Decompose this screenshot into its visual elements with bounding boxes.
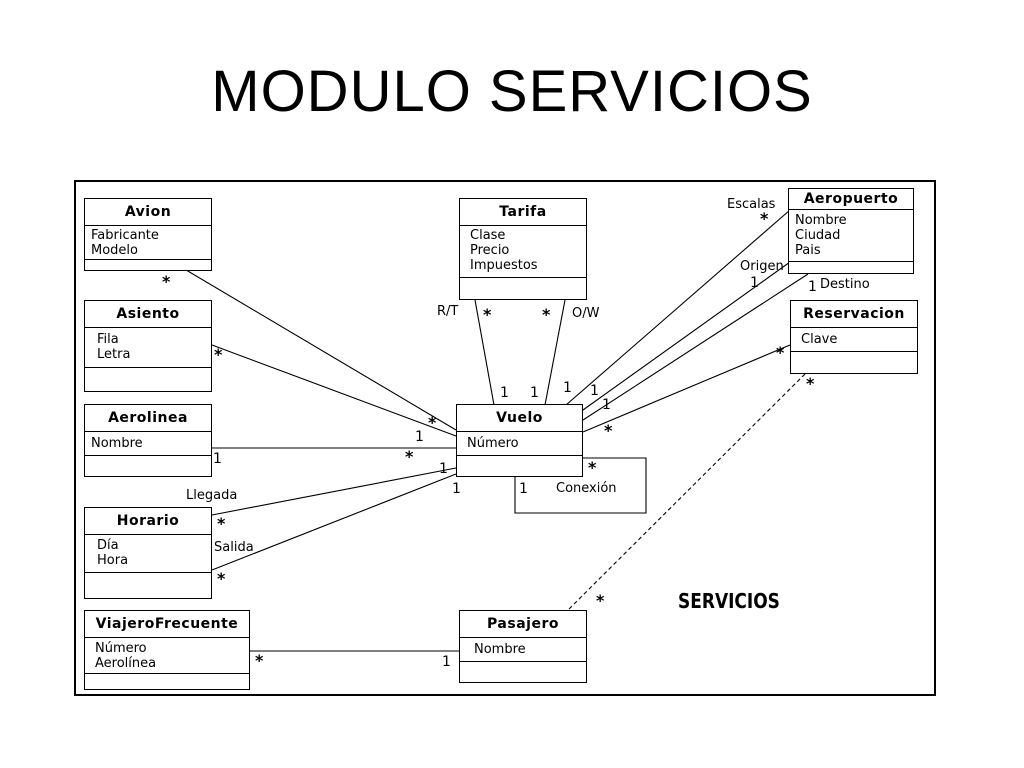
link-horario-llegada	[211, 467, 457, 516]
role-rt: R/T	[437, 304, 459, 319]
link-aeropuerto-origen	[582, 261, 791, 411]
mult-escalas: *	[760, 209, 769, 228]
class-avion: Avion Fabricante Modelo	[84, 198, 212, 271]
mult-tarifa-ow: *	[542, 305, 551, 324]
mult-pasajero-viajero: 1	[442, 654, 451, 670]
link-avion-vuelo	[175, 263, 457, 431]
attr-dia: Día	[97, 538, 119, 553]
mult-reservacion-vuelo: *	[776, 343, 785, 362]
link-asiento-vuelo	[211, 344, 457, 437]
role-llegada: Llegada	[186, 488, 238, 503]
mult-pasajero-reservacion: *	[596, 591, 605, 610]
mult-vuelo-asiento: 1	[415, 429, 424, 445]
mult-avion: *	[162, 272, 171, 291]
class-horario-name: Horario	[85, 508, 211, 535]
link-horario-salida	[211, 473, 457, 571]
mult-horario-salida: *	[217, 569, 226, 588]
mult-vuelo-salida: 1	[452, 481, 461, 497]
mult-vuelo-rt: 1	[500, 385, 509, 401]
class-vuelo: Vuelo Número	[456, 404, 583, 477]
servicios-stamp: SERVICIOS	[678, 589, 780, 613]
class-reservacion: Reservacion Clave	[790, 300, 918, 374]
mult-vuelo-llegada: 1	[439, 461, 448, 477]
class-aerolinea-name: Aerolinea	[85, 405, 211, 432]
class-avion-name: Avion	[85, 199, 211, 226]
attr-precio: Precio	[470, 243, 510, 258]
class-horario: Horario Día Hora	[84, 507, 212, 599]
attr-fila: Fila	[97, 332, 119, 347]
class-aeropuerto: Aeropuerto Nombre Ciudad Pais	[788, 188, 914, 274]
role-origen: Origen	[740, 259, 784, 274]
class-asiento-name: Asiento	[85, 301, 211, 328]
attr-aerolinea: Aerolínea	[95, 656, 157, 671]
mult-vuelo-escalas: 1	[563, 380, 572, 396]
role-conexion: Conexión	[556, 481, 617, 496]
attr-pasajero-nombre: Nombre	[474, 642, 526, 657]
link-reservacion-vuelo	[582, 344, 791, 433]
mult-vuelo-aerolinea: *	[405, 447, 414, 466]
mult-destino: 1	[808, 279, 817, 295]
attr-clase: Clase	[470, 228, 506, 243]
link-tarifa-ow	[544, 299, 566, 406]
mult-vuelo-conexion: *	[588, 458, 597, 477]
link-vuelo-conexion	[514, 457, 647, 514]
class-aerolinea: Aerolinea Nombre	[84, 404, 212, 477]
mult-asiento: *	[214, 345, 223, 364]
mult-reservacion-pasajero: *	[806, 374, 815, 393]
attr-impuestos: Impuestos	[470, 258, 538, 273]
class-tarifa: Tarifa Clase Precio Impuestos	[459, 198, 587, 300]
link-aeropuerto-destino	[582, 273, 809, 421]
class-viajero-frecuente: ViajeroFrecuente Número Aerolínea	[84, 610, 250, 690]
class-tarifa-name: Tarifa	[460, 199, 586, 226]
attr-ciudad: Ciudad	[795, 228, 841, 243]
class-viajero-name: ViajeroFrecuente	[85, 611, 249, 638]
class-vuelo-name: Vuelo	[457, 405, 582, 432]
attr-vuelo-numero: Número	[467, 436, 519, 451]
attr-clave: Clave	[801, 332, 838, 347]
mult-vuelo-avion: *	[428, 413, 437, 432]
role-destino: Destino	[820, 277, 870, 292]
attr-nombre: Nombre	[91, 436, 143, 451]
role-salida: Salida	[214, 540, 254, 555]
mult-conexion: 1	[519, 481, 528, 497]
attr-hora: Hora	[97, 553, 129, 568]
role-ow: O/W	[572, 306, 600, 321]
mult-tarifa-rt: *	[483, 305, 492, 324]
mult-vuelo-ow: 1	[530, 385, 539, 401]
attr-ap-nombre: Nombre	[795, 213, 847, 228]
attr-pais: Pais	[795, 243, 821, 258]
mult-viajero: *	[255, 651, 264, 670]
attr-fabricante: Fabricante	[91, 228, 159, 243]
attr-letra: Letra	[97, 347, 131, 362]
mult-vuelo-origen: 1	[590, 383, 599, 399]
class-pasajero: Pasajero Nombre	[459, 610, 587, 683]
mult-aerolinea: 1	[213, 451, 222, 467]
class-pasajero-name: Pasajero	[460, 611, 586, 638]
attr-modelo: Modelo	[91, 243, 138, 258]
class-reservacion-name: Reservacion	[791, 301, 917, 328]
mult-vuelo-destino: 1	[602, 397, 611, 413]
role-escalas: Escalas	[727, 197, 776, 212]
link-aeropuerto-escalas	[565, 209, 791, 406]
mult-horario-llegada: *	[217, 514, 226, 533]
slide-title: MODULO SERVICIOS	[211, 59, 813, 124]
class-aeropuerto-name: Aeropuerto	[789, 189, 913, 210]
mult-vuelo-reservacion: *	[604, 421, 613, 440]
class-asiento: Asiento Fila Letra	[84, 300, 212, 392]
mult-origen: 1	[750, 275, 759, 291]
attr-numero: Número	[95, 641, 147, 656]
link-tarifa-rt	[474, 299, 495, 406]
